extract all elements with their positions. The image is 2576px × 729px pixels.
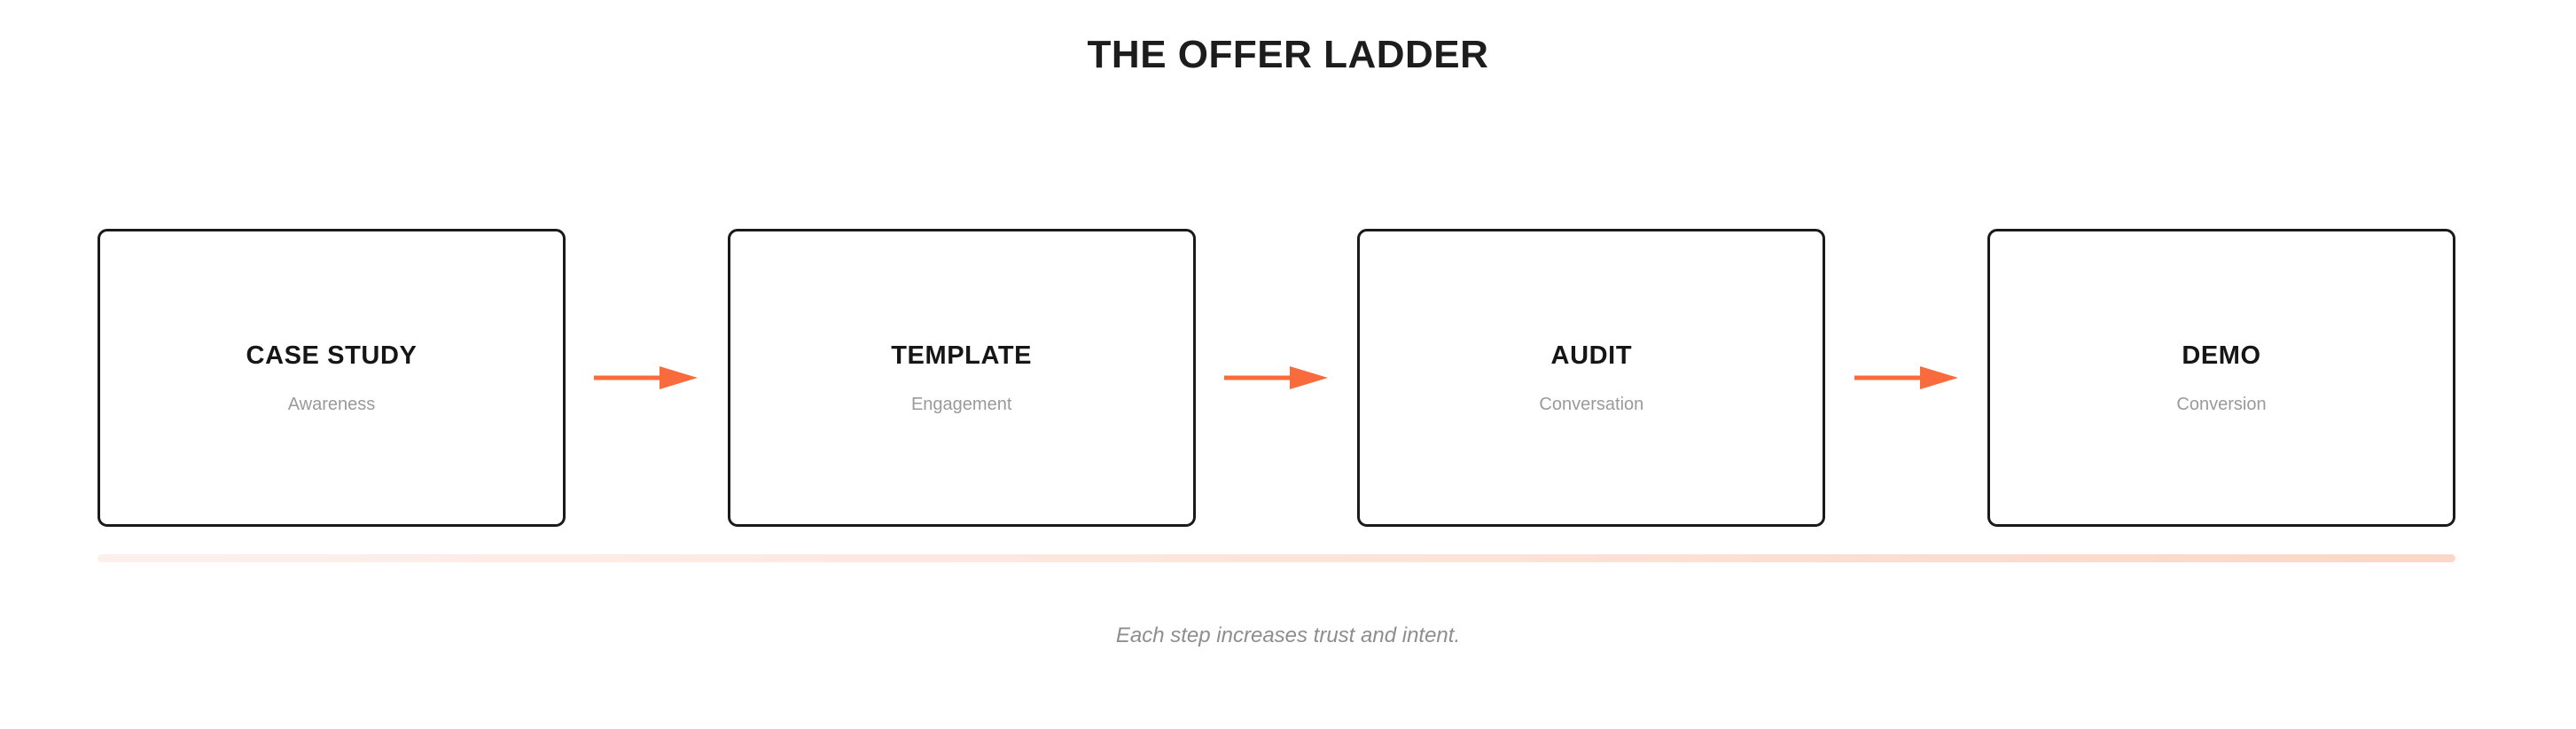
footer-caption: Each step increases trust and intent. — [1115, 623, 1461, 647]
connector-1 — [566, 229, 728, 527]
progress-gradient-bar — [98, 554, 2455, 562]
arrow-right-icon — [1854, 366, 1958, 389]
step-title: TEMPLATE — [891, 341, 1033, 370]
connector-3 — [1825, 229, 1987, 527]
step-subtitle: Conversation — [1539, 395, 1644, 415]
page-title: THE OFFER LADDER — [1087, 33, 1489, 76]
step-card-demo[interactable]: DEMO Conversion — [1987, 229, 2456, 527]
step-title: AUDIT — [1550, 341, 1633, 370]
arrow-right-icon — [1224, 366, 1328, 389]
offer-ladder-row: CASE STUDY Awareness TEMPLATE Engagement… — [98, 229, 2456, 527]
arrow-right-icon — [594, 366, 699, 389]
step-card-template[interactable]: TEMPLATE Engagement — [727, 229, 1196, 527]
step-subtitle: Conversion — [2176, 395, 2267, 415]
step-card-audit[interactable]: AUDIT Conversation — [1357, 229, 1826, 527]
step-title: CASE STUDY — [246, 341, 418, 370]
connector-2 — [1196, 229, 1358, 527]
step-title: DEMO — [2182, 341, 2261, 370]
step-card-case-study[interactable]: CASE STUDY Awareness — [98, 229, 566, 527]
step-subtitle: Engagement — [910, 395, 1012, 415]
step-subtitle: Awareness — [287, 395, 376, 415]
